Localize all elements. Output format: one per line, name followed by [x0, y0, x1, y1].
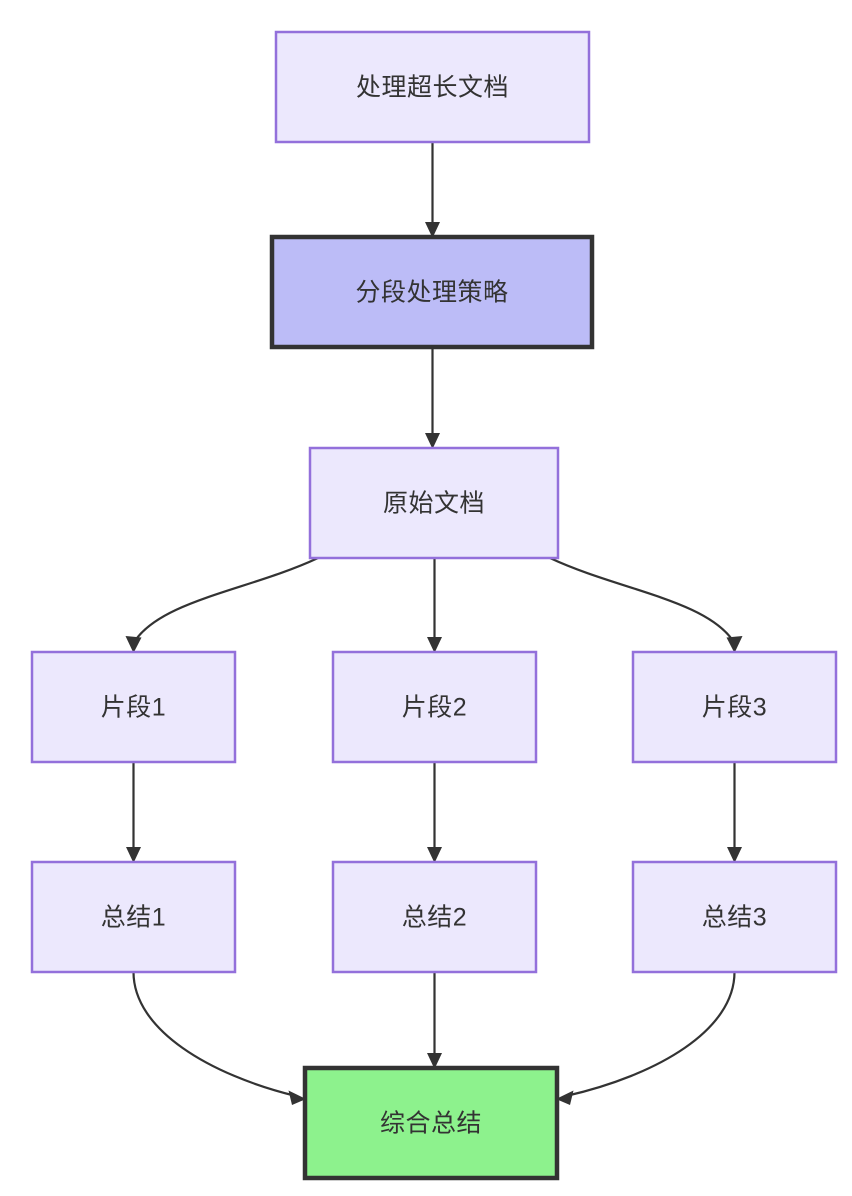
- edge-n4-n7: [126, 762, 141, 863]
- node-fragment-1[interactable]: 片段1: [30, 650, 237, 764]
- arrow-head-icon: [726, 636, 743, 653]
- edge-n9-n10: [556, 971, 736, 1105]
- edge-line: [132, 557, 319, 644]
- node-fragment-2[interactable]: 片段2: [331, 650, 538, 764]
- arrow-head-icon: [556, 1090, 574, 1105]
- node-box[interactable]: [274, 30, 591, 144]
- node-group: 处理超长文档 分段处理策略 原始文档 片段1 片段2 片段3: [30, 30, 838, 1181]
- arrow-head-icon: [427, 1053, 442, 1069]
- node-label: 综合总结: [380, 1110, 482, 1138]
- node-label: 片段2: [402, 694, 467, 722]
- arrow-head-icon: [125, 636, 142, 653]
- edge-n3-n4: [125, 557, 319, 653]
- edge-line: [132, 971, 297, 1098]
- node-label: 处理超长文档: [356, 74, 509, 102]
- arrow-head-icon: [126, 847, 141, 863]
- arrow-head-icon: [425, 433, 440, 449]
- node-summary-2[interactable]: 总结2: [331, 860, 538, 974]
- node-comprehensive-summary[interactable]: 综合总结: [302, 1065, 560, 1181]
- node-box[interactable]: [30, 650, 237, 764]
- node-fragment-3[interactable]: 片段3: [631, 650, 838, 764]
- node-box[interactable]: [302, 1065, 560, 1181]
- node-original-document[interactable]: 原始文档: [308, 446, 560, 560]
- node-box[interactable]: [269, 234, 595, 350]
- edge-n3-n6: [549, 557, 743, 653]
- arrow-head-icon: [427, 637, 442, 653]
- node-chunking-strategy[interactable]: 分段处理策略: [269, 234, 595, 350]
- node-box[interactable]: [308, 446, 560, 560]
- node-summary-3[interactable]: 总结3: [631, 860, 838, 974]
- edge-n5-n8: [427, 762, 442, 863]
- node-label: 总结2: [402, 904, 467, 932]
- node-box[interactable]: [30, 860, 237, 974]
- arrow-head-icon: [727, 847, 742, 863]
- edge-line: [549, 557, 736, 644]
- node-label: 片段3: [702, 694, 767, 722]
- node-label: 片段1: [101, 694, 166, 722]
- edge-n2-n3: [425, 347, 440, 449]
- node-box[interactable]: [331, 650, 538, 764]
- edge-n1-n2: [425, 142, 440, 238]
- node-box[interactable]: [331, 860, 538, 974]
- node-box[interactable]: [631, 650, 838, 764]
- node-label: 总结3: [702, 904, 767, 932]
- node-label: 原始文档: [383, 490, 485, 518]
- edge-n6-n9: [727, 762, 742, 863]
- node-summary-1[interactable]: 总结1: [30, 860, 237, 974]
- arrow-head-icon: [425, 222, 440, 238]
- arrow-head-icon: [427, 847, 442, 863]
- edge-n3-n5: [427, 558, 442, 653]
- edge-group: [125, 142, 743, 1105]
- arrow-head-icon: [288, 1090, 306, 1105]
- node-process-long-document[interactable]: 处理超长文档: [274, 30, 591, 144]
- edge-line: [565, 971, 736, 1098]
- edge-n7-n10: [132, 971, 306, 1105]
- node-box[interactable]: [631, 860, 838, 974]
- node-label: 分段处理策略: [355, 279, 508, 307]
- node-label: 总结1: [101, 904, 166, 932]
- edge-n8-n10: [427, 972, 442, 1069]
